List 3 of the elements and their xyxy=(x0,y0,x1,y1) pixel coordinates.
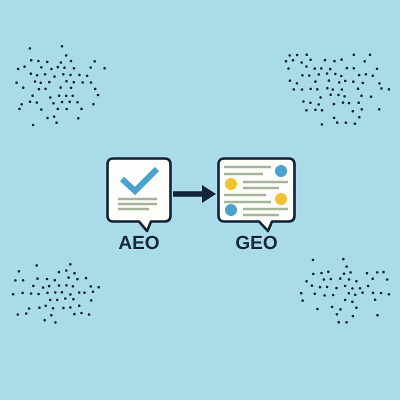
node-label: GEO xyxy=(235,234,278,254)
arrow xyxy=(173,185,216,203)
node-label: AEO xyxy=(118,234,160,254)
